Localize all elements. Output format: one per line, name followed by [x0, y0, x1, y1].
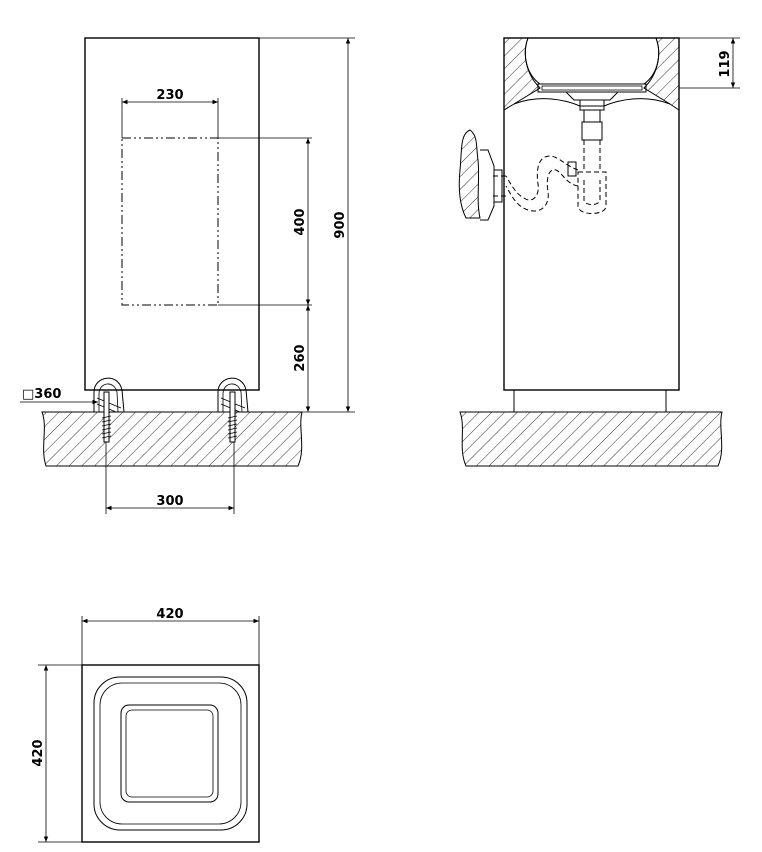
dim-anchor-size: □360: [20, 387, 98, 405]
dim-anchor-spacing-label: 300: [156, 494, 183, 509]
side-column-outline: [503, 37, 680, 391]
dim-niche-width-label: 230: [156, 88, 183, 103]
dim-niche-bottom-label: 260: [293, 344, 308, 371]
plan-outline: [81, 664, 260, 843]
front-elevation: 230 900 400 260 □360: [20, 37, 355, 514]
front-column-outline: [84, 37, 260, 391]
dim-total-height: 900: [259, 37, 355, 413]
dim-anchor-spacing: 300: [105, 442, 235, 514]
dim-plan-width-label: 420: [156, 607, 183, 622]
niche-outline: [121, 137, 219, 306]
dim-basin-depth-label: 119: [718, 50, 733, 77]
front-floor-section: [41, 411, 303, 467]
dim-plan-depth: 420: [31, 664, 82, 843]
dim-plan-width: 420: [81, 607, 260, 665]
dim-niche-height-label: 400: [293, 208, 308, 235]
side-floor-section: [459, 411, 723, 467]
dim-plan-depth-label: 420: [31, 739, 46, 766]
wall-flange: [458, 129, 503, 221]
right-anchor-bolt: [227, 391, 238, 443]
plan-basin-rim: [99, 682, 242, 825]
side-section: 119: [458, 37, 740, 467]
dim-niche-bottom: 260: [293, 305, 311, 412]
left-anchor-bolt: [101, 391, 112, 443]
plan-basin-inner-rim: [125, 709, 214, 798]
dim-basin-depth: 119: [679, 37, 740, 89]
dim-anchor-size-label: □360: [22, 387, 61, 402]
plan-view: 420 420: [31, 607, 260, 843]
plan-basin-outer: [93, 676, 248, 831]
dim-niche-height: 400: [218, 137, 312, 306]
side-plinth: [513, 390, 667, 412]
dim-total-height-label: 900: [333, 211, 348, 238]
siphon: [492, 140, 607, 214]
dim-niche-width: 230: [121, 88, 219, 138]
plan-basin-inner: [120, 704, 219, 803]
